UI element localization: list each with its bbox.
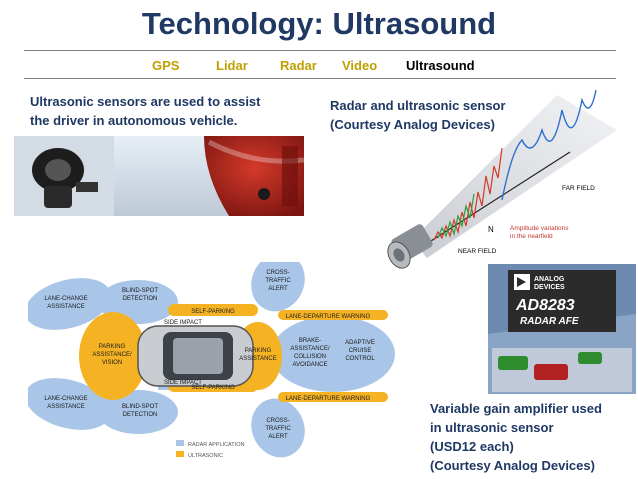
page-title: Technology: Ultrasound bbox=[141, 6, 497, 41]
right-caption-line2: (Courtesy Analog Devices) bbox=[330, 117, 495, 132]
self-parking-bottom-label: SELF-PARKING bbox=[191, 385, 235, 391]
chip-brand-line1: ANALOG bbox=[534, 276, 565, 283]
topic-nav: GPS Lidar Radar Video Ultrasound bbox=[0, 58, 638, 76]
beam-axis bbox=[419, 151, 571, 249]
legend-radar-label: RADAR APPLICATION bbox=[188, 442, 244, 448]
parking-rear-line2: ASSISTANCE/ bbox=[92, 352, 132, 358]
nav-item-radar[interactable]: Radar bbox=[280, 58, 317, 73]
side-impact-top-label: SIDE IMPACT bbox=[164, 320, 202, 326]
brake-line2: ASSISTANCE/ bbox=[290, 346, 330, 352]
cross-traffic-top-line3: ALERT bbox=[268, 286, 288, 292]
parking-front-line1: PARKING bbox=[245, 348, 272, 354]
right-caption-line1: Radar and ultrasonic sensor bbox=[330, 98, 506, 113]
self-parking-top-label: SELF-PARKING bbox=[191, 309, 235, 315]
nav-item-ultrasound[interactable]: Ultrasound bbox=[406, 58, 475, 73]
chip-brand-line2: DEVICES bbox=[534, 284, 565, 291]
legend-ultrasonic-label: ULTRASONIC bbox=[188, 453, 223, 459]
cross-traffic-bottom-line2: TRAFFIC bbox=[265, 426, 291, 432]
lane-change-bottom-line1: LANE-CHANGE bbox=[44, 396, 87, 402]
left-caption-line1: Ultrasonic sensors are used to assist bbox=[30, 94, 261, 109]
sensor-beam-diagram: FAR FIELD N Amplitude variations in the … bbox=[387, 90, 617, 269]
amplitude-label-line1: Amplitude variations bbox=[510, 225, 569, 232]
n-label: N bbox=[488, 225, 494, 234]
blind-spot-bottom-line1: BLIND-SPOT bbox=[122, 404, 158, 410]
lane-departure-top-label: LANE-DEPARTURE WARNING bbox=[286, 314, 371, 320]
lane-departure-bottom-label: LANE-DEPARTURE WARNING bbox=[286, 396, 371, 402]
near-field-label: NEAR FIELD bbox=[458, 248, 497, 255]
title-divider-bottom bbox=[24, 78, 616, 79]
cross-traffic-bottom-line1: CROSS- bbox=[266, 418, 289, 424]
brake-line3: COLLISION bbox=[294, 354, 326, 360]
parking-rear-line3: VISION bbox=[102, 360, 122, 366]
bottom-caption: Variable gain amplifier used in ultrason… bbox=[430, 399, 635, 475]
lane-change-top-line2: ASSISTANCE bbox=[47, 304, 85, 310]
ultrasonic-sensor-photo bbox=[14, 136, 304, 216]
bottom-caption-line2: in ultrasonic sensor bbox=[430, 420, 554, 435]
diagram-legend: RADAR APPLICATION ULTRASONIC bbox=[176, 440, 244, 459]
side-impact-bottom-label: SIDE IMPACT bbox=[164, 380, 202, 386]
cross-traffic-bottom-line3: ALERT bbox=[268, 434, 288, 440]
left-caption: Ultrasonic sensors are used to assist th… bbox=[30, 92, 290, 130]
amplitude-label-line2: in the nearfield bbox=[510, 233, 553, 240]
cross-traffic-top-line2: TRAFFIC bbox=[265, 278, 291, 284]
brake-line1: BRAKE- bbox=[299, 338, 321, 344]
nav-item-gps[interactable]: GPS bbox=[152, 58, 180, 73]
bottom-caption-line4: (Courtesy Analog Devices) bbox=[430, 458, 595, 473]
car-top-view bbox=[137, 325, 254, 387]
bottom-caption-line3: (USD12 each) bbox=[430, 439, 514, 454]
blind-spot-top-line2: DETECTION bbox=[123, 296, 158, 302]
acc-line2: CRUISE bbox=[349, 348, 372, 354]
right-caption: Radar and ultrasonic sensor (Courtesy An… bbox=[330, 96, 560, 134]
blind-spot-bottom-line2: DETECTION bbox=[123, 412, 158, 418]
chip-subtitle: RADAR AFE bbox=[520, 316, 579, 327]
bottom-caption-line1: Variable gain amplifier used bbox=[430, 401, 602, 416]
title-divider-top bbox=[24, 50, 616, 51]
nav-item-lidar[interactable]: Lidar bbox=[216, 58, 248, 73]
chip-part-number: AD8283 bbox=[515, 297, 575, 314]
parking-front-line2: ASSISTANCE bbox=[239, 356, 277, 362]
sensor-cylinder bbox=[387, 224, 433, 269]
ad8283-chip-graphic: ANALOG DEVICES AD8283 RADAR AFE bbox=[488, 264, 636, 394]
brake-line4: AVOIDANCE bbox=[293, 362, 328, 368]
nav-item-video[interactable]: Video bbox=[342, 58, 378, 73]
lane-change-top-line1: LANE-CHANGE bbox=[44, 296, 87, 302]
cross-traffic-top-line1: CROSS- bbox=[266, 270, 289, 276]
parking-rear-line1: PARKING bbox=[99, 344, 126, 350]
blind-spot-top-line1: BLIND-SPOT bbox=[122, 288, 158, 294]
adas-car-diagram: LANE-CHANGE ASSISTANCE LANE-CHANGE ASSIS… bbox=[28, 262, 395, 459]
far-field-label: FAR FIELD bbox=[562, 185, 595, 192]
acc-line1: ADAPTIVE bbox=[345, 340, 375, 346]
acc-line3: CONTROL bbox=[345, 356, 375, 362]
left-caption-line2: the driver in autonomous vehicle. bbox=[30, 113, 238, 128]
lane-change-bottom-line2: ASSISTANCE bbox=[47, 404, 85, 410]
